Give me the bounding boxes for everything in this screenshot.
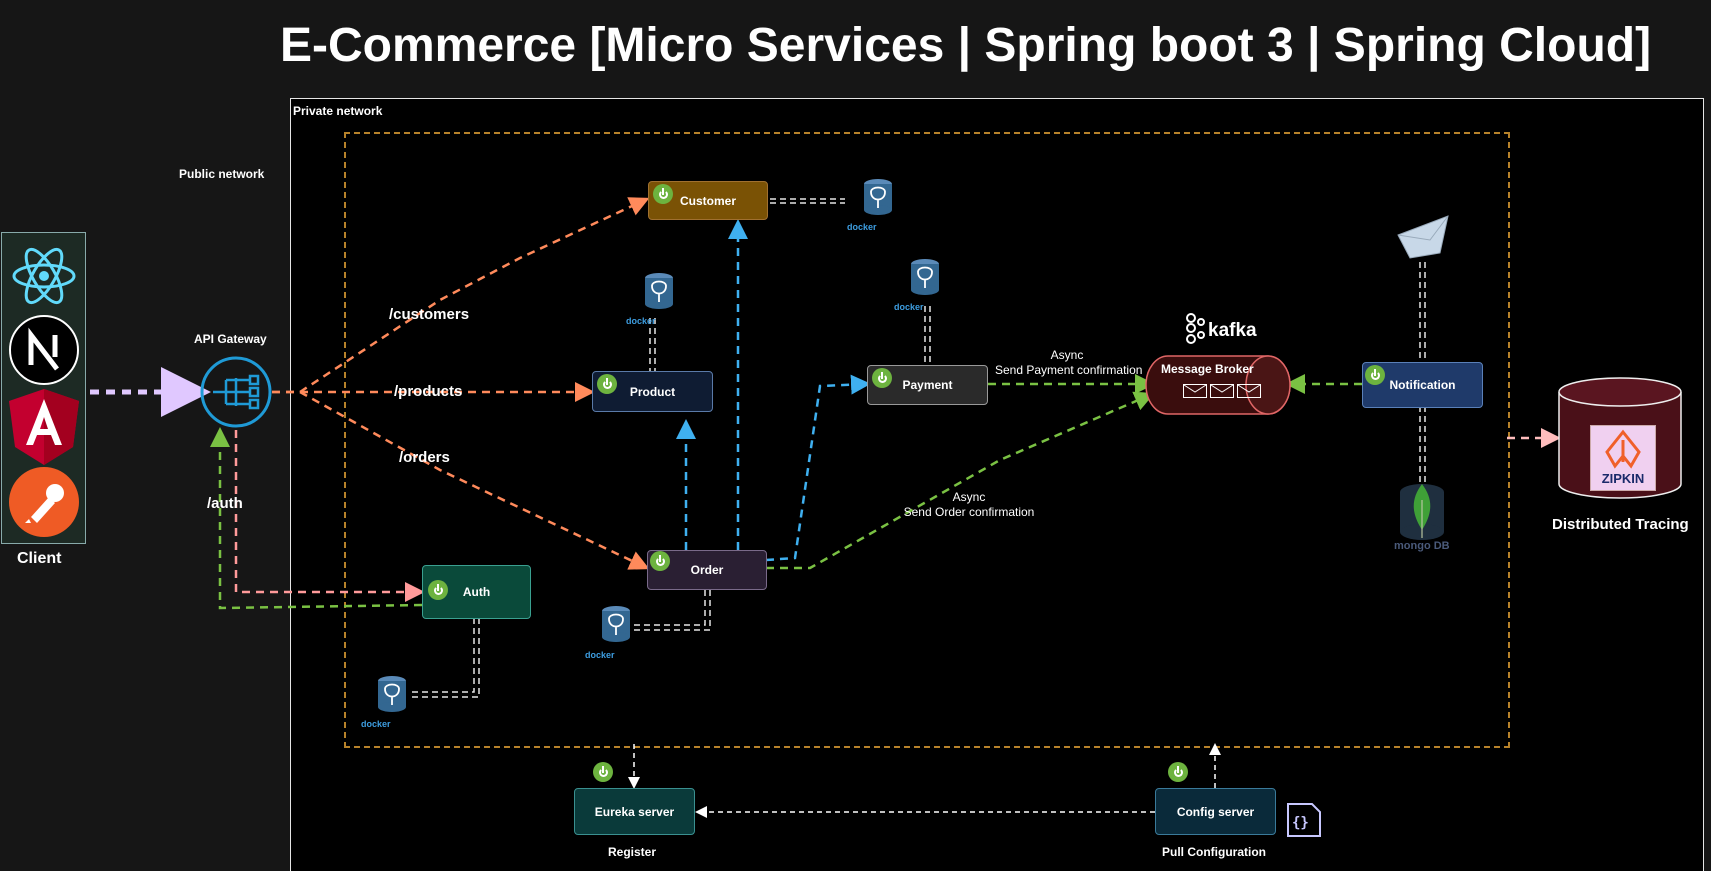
product-service-label: Product bbox=[629, 384, 676, 399]
client-label: Client bbox=[17, 550, 62, 567]
spring-boot-icon bbox=[1168, 762, 1188, 782]
docker-icon: docker bbox=[626, 316, 656, 326]
public-network-label: Public network bbox=[179, 167, 265, 181]
register-caption: Register bbox=[608, 845, 657, 859]
api-gateway-label: API Gateway bbox=[194, 332, 267, 346]
order-to-broker-edge bbox=[766, 391, 1155, 570]
route-customers-label: /customers bbox=[389, 306, 470, 323]
private-network-label: Private network bbox=[293, 104, 383, 118]
angular-icon bbox=[9, 389, 79, 465]
spring-boot-icon bbox=[428, 580, 448, 600]
config-file-icon bbox=[1287, 803, 1321, 837]
mail-icon bbox=[1397, 215, 1449, 259]
route-orders-label: /orders bbox=[399, 449, 450, 466]
route-auth-label: /auth bbox=[207, 495, 243, 512]
notification-db-link bbox=[1419, 406, 1426, 484]
page-title: E-Commerce [Micro Services | Spring boot… bbox=[280, 19, 1652, 72]
pull-configuration-caption: Pull Configuration bbox=[1162, 845, 1266, 859]
spring-boot-icon bbox=[872, 368, 892, 388]
order-async-note: Async Send Order confirmation bbox=[903, 490, 1035, 520]
docker-icon: docker bbox=[585, 650, 615, 660]
kafka-logo-icon bbox=[1186, 313, 1205, 344]
nextjs-icon bbox=[9, 315, 79, 385]
product-postgres-db-icon bbox=[643, 272, 675, 312]
route-products-label: /products bbox=[394, 383, 463, 400]
postman-icon bbox=[9, 467, 79, 537]
message-queue-icon bbox=[1183, 384, 1261, 398]
spring-boot-icon bbox=[650, 551, 670, 571]
route-orders-edge bbox=[299, 390, 650, 570]
private-network-boundary bbox=[290, 98, 1704, 871]
product-service[interactable]: Product bbox=[592, 371, 713, 412]
payment-service[interactable]: Payment bbox=[867, 365, 988, 405]
auth-db-link bbox=[410, 618, 480, 698]
config-server-label: Config server bbox=[1176, 804, 1255, 819]
customer-postgres-db-icon bbox=[862, 178, 894, 218]
docker-icon: docker bbox=[361, 719, 391, 729]
order-to-payment-edge bbox=[765, 374, 871, 562]
customer-db-link bbox=[770, 198, 845, 204]
payment-async-line1: Async bbox=[1050, 348, 1084, 362]
zipkin-wordmark: ZIPKIN bbox=[1601, 471, 1645, 486]
zipkin-logo-icon: ZIPKIN bbox=[1590, 425, 1656, 491]
route-customers-edge bbox=[272, 197, 650, 394]
eureka-server-label: Eureka server bbox=[594, 804, 675, 819]
notification-mail-link bbox=[1419, 262, 1426, 362]
spring-boot-icon bbox=[653, 184, 673, 204]
order-db-link bbox=[630, 590, 711, 631]
react-icon bbox=[9, 241, 79, 311]
payment-db-link bbox=[924, 306, 931, 364]
mongodb-label: mongo DB bbox=[1394, 540, 1450, 552]
order-async-line2: Send Order confirmation bbox=[903, 505, 1035, 519]
auth-to-gateway-edge bbox=[210, 427, 423, 610]
mongodb-icon bbox=[1400, 484, 1444, 540]
services-boundary bbox=[344, 132, 1510, 748]
order-service[interactable]: Order bbox=[647, 550, 767, 590]
order-service-label: Order bbox=[690, 563, 724, 577]
spring-boot-icon bbox=[1365, 365, 1385, 385]
auth-postgres-db-icon bbox=[376, 675, 408, 715]
auth-service-label: Auth bbox=[462, 585, 491, 599]
distributed-tracing-label: Distributed Tracing bbox=[1552, 516, 1689, 533]
order-postgres-db-icon bbox=[600, 605, 632, 645]
message-broker-label: Message Broker bbox=[1161, 362, 1254, 376]
config-server[interactable]: Config server bbox=[1155, 788, 1276, 835]
spring-boot-icon bbox=[593, 762, 613, 782]
payment-async-note: Async Send Payment confirmation bbox=[995, 348, 1143, 378]
route-auth-edge bbox=[234, 430, 425, 602]
api-gateway-icon bbox=[200, 356, 272, 428]
auth-service[interactable]: Auth bbox=[422, 565, 531, 619]
customer-service[interactable]: Customer bbox=[648, 181, 768, 220]
notification-service-label: Notification bbox=[1389, 378, 1456, 392]
config-json-glyph: {} bbox=[1292, 815, 1309, 831]
product-db-link bbox=[649, 318, 656, 372]
notification-service[interactable]: Notification bbox=[1362, 362, 1483, 408]
client-panel bbox=[1, 232, 86, 544]
order-async-line1: Async bbox=[952, 490, 986, 504]
eureka-server[interactable]: Eureka server bbox=[574, 788, 695, 835]
payment-async-line2: Send Payment confirmation bbox=[995, 363, 1143, 377]
spring-boot-icon bbox=[597, 374, 617, 394]
docker-icon: docker bbox=[847, 222, 877, 232]
customer-service-label: Customer bbox=[679, 193, 736, 208]
kafka-wordmark: kafka bbox=[1208, 320, 1257, 341]
payment-postgres-db-icon bbox=[909, 258, 941, 298]
payment-service-label: Payment bbox=[902, 378, 953, 392]
docker-icon: docker bbox=[894, 302, 924, 312]
